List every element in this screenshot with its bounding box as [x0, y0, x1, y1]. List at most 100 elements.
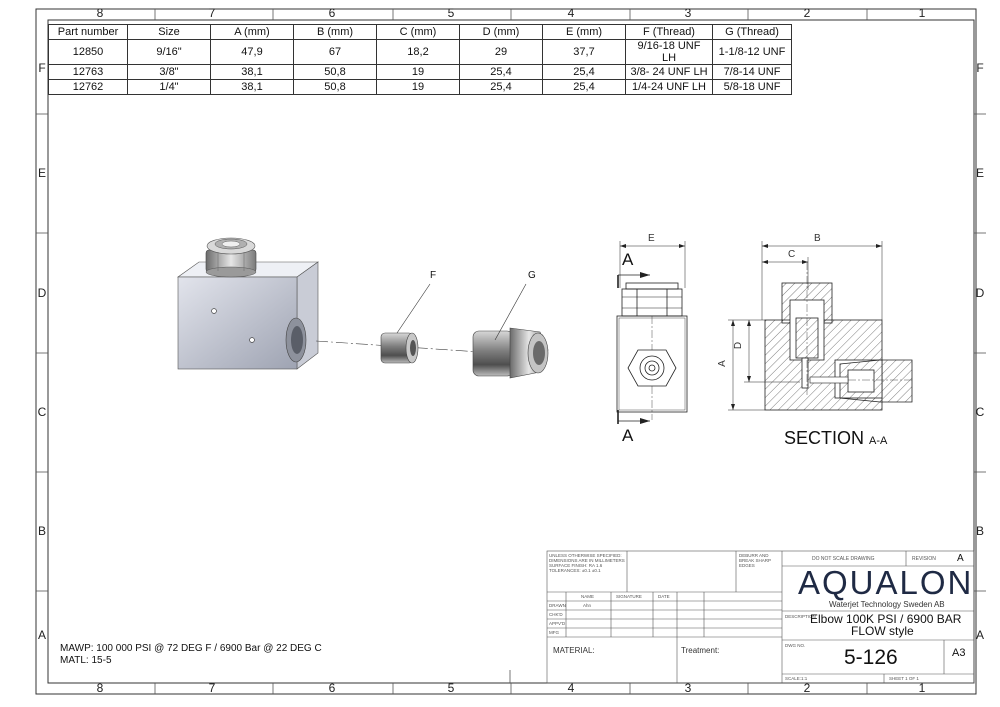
zone-col-3-top: 3 — [684, 6, 692, 20]
table-cell: 38,1 — [210, 64, 294, 80]
table-cell: 1/4" — [127, 79, 211, 95]
zone-row-e-left: E — [37, 166, 46, 180]
table-cell: 1/4-24 UNF LH — [625, 79, 713, 95]
zone-col-2-top: 2 — [803, 6, 811, 20]
table-cell: 50,8 — [293, 79, 377, 95]
section-view — [728, 241, 913, 411]
table-cell: 18,2 — [376, 39, 460, 65]
material-label: MATERIAL: — [553, 646, 595, 655]
dim-c-label: C — [788, 249, 796, 260]
zone-row-f-right: F — [976, 61, 984, 75]
zone-col-7-bottom: 7 — [208, 681, 216, 695]
sheet-size: A3 — [952, 647, 966, 659]
zone-col-5-bottom: 5 — [447, 681, 455, 695]
table-cell: 9/16-18 UNF LH — [625, 39, 713, 65]
table-row: 12763 3/8" 38,1 50,8 19 25,4 25,4 3/8- 2… — [48, 64, 792, 80]
section-marker-top: A — [622, 250, 634, 269]
zone-col-6-bottom: 6 — [328, 681, 336, 695]
callout-f: F — [430, 270, 437, 281]
company-name: Waterjet Technology Sweden AB — [829, 600, 945, 609]
material-note: MATL: 15-5 — [60, 655, 112, 666]
table-cell: 25,4 — [459, 64, 543, 80]
col-header-e: E (mm) — [542, 24, 626, 40]
row-label-checked: CHK'D — [549, 612, 563, 617]
revision-value: A — [957, 553, 964, 564]
table-row: 12850 9/16" 47,9 67 18,2 29 37,7 9/16-18… — [48, 39, 792, 65]
deburr-note: DEBURR AND BREAK SHARP EDGES — [739, 553, 771, 568]
col-header-d: D (mm) — [459, 24, 543, 40]
zone-col-6-top: 6 — [328, 6, 336, 20]
zone-col-1-bottom: 1 — [918, 681, 926, 695]
zone-row-e-right: E — [975, 166, 984, 180]
table-row: 12762 1/4" 38,1 50,8 19 25,4 25,4 1/4-24… — [48, 79, 792, 95]
col-header-a: A (mm) — [210, 24, 294, 40]
col-header-signature: SIGNATURE — [616, 594, 642, 599]
zone-row-c-left: C — [37, 405, 47, 419]
table-cell: 37,7 — [542, 39, 626, 65]
col-header-g-thread: G (Thread) — [712, 24, 792, 40]
table-cell: 12762 — [48, 79, 128, 95]
zone-row-a-right: A — [975, 628, 984, 642]
zone-row-b-left: B — [37, 524, 46, 538]
zone-col-1-top: 1 — [918, 6, 926, 20]
zone-col-7-top: 7 — [208, 6, 216, 20]
gland-nut-part-g — [472, 283, 549, 379]
zone-col-5-top: 5 — [447, 6, 455, 20]
general-note-line: DIMENSIONS ARE IN MILLIMETERS — [549, 558, 625, 563]
col-header-name: NAME — [581, 594, 595, 599]
title-block-frame — [546, 550, 975, 684]
table-cell: 3/8" — [127, 64, 211, 80]
deburr-note-line: EDGES — [739, 563, 755, 568]
col-header-size: Size — [127, 24, 211, 40]
table-cell: 12850 — [48, 39, 128, 65]
table-cell: 7/8-14 UNF — [712, 64, 792, 80]
table-cell: 38,1 — [210, 79, 294, 95]
dwg-no-label: DWG NO. — [785, 643, 806, 648]
col-header-f-thread: F (Thread) — [625, 24, 713, 40]
table-cell: 25,4 — [542, 64, 626, 80]
sheet-label: SHEET 1 OF 1 — [889, 676, 919, 681]
row-label-approved: APPV'D — [549, 621, 566, 626]
row-label-mfg: MFG — [549, 630, 559, 635]
table-cell: 25,4 — [459, 79, 543, 95]
col-header-part-number: Part number — [48, 24, 128, 40]
zone-row-d-right: D — [975, 286, 985, 300]
zone-row-b-right: B — [975, 524, 984, 538]
table-cell: 47,9 — [210, 39, 294, 65]
table-cell: 29 — [459, 39, 543, 65]
table-cell: 19 — [376, 79, 460, 95]
description-line-1: Elbow 100K PSI / 6900 BAR — [810, 612, 962, 626]
table-cell: 1-1/8-12 UNF — [712, 39, 792, 65]
row-label-drawn: DRAWN — [549, 603, 566, 608]
general-note-line: UNLESS OTHERWISE SPECIFIED: — [549, 553, 622, 558]
table-cell: 12763 — [48, 64, 128, 80]
table-cell: 19 — [376, 64, 460, 80]
section-title-suffix: A-A — [869, 435, 888, 447]
dim-e-label: E — [648, 233, 655, 244]
zone-col-3-bottom: 3 — [684, 681, 692, 695]
dim-d-label: D — [733, 341, 745, 350]
description-line-2: FLOW style — [851, 624, 914, 638]
zone-col-8-top: 8 — [96, 6, 104, 20]
do-not-scale-label: DO NOT SCALE DRAWING — [812, 556, 875, 562]
table-cell: 9/16" — [127, 39, 211, 65]
dim-a-label: A — [716, 360, 728, 367]
col-header-date: DATE — [658, 594, 670, 599]
callout-g: G — [528, 270, 536, 281]
part-number-table: Part number Size A (mm) B (mm) C (mm) D … — [48, 24, 792, 95]
zone-row-f-left: F — [38, 61, 46, 75]
section-marker-bottom: A — [622, 426, 634, 445]
treatment-label: Treatment: — [681, 646, 720, 655]
table-cell: 3/8- 24 UNF LH — [625, 64, 713, 80]
description-label: DESCRIPTION — [785, 614, 816, 619]
table-cell: 5/8-18 UNF — [712, 79, 792, 95]
zone-col-4-top: 4 — [567, 6, 575, 20]
zone-col-2-bottom: 2 — [803, 681, 811, 695]
deburr-note-line: BREAK SHARP — [739, 558, 772, 563]
table-cell: 25,4 — [542, 79, 626, 95]
company-logo: AQUALON — [798, 564, 974, 601]
front-view — [616, 241, 688, 424]
col-header-b: B (mm) — [293, 24, 377, 40]
